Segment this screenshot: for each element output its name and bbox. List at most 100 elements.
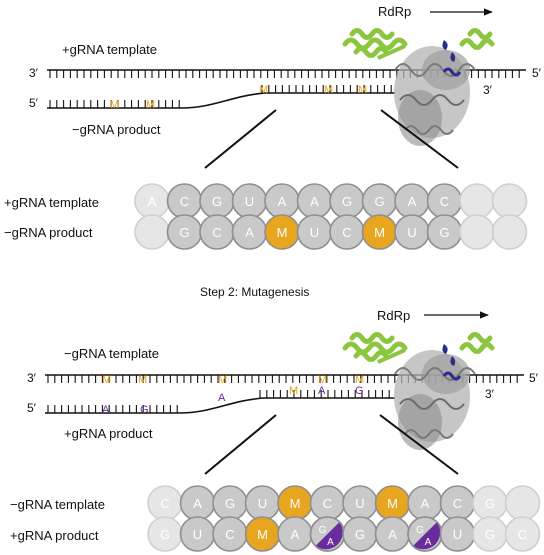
modified-base: M bbox=[361, 214, 398, 250]
base-letter: M bbox=[387, 496, 398, 511]
upper-strand-label-bottom: −gRNA template bbox=[64, 346, 159, 361]
base-circle bbox=[491, 214, 528, 250]
base-circle bbox=[459, 214, 495, 250]
base-circle: U bbox=[394, 214, 430, 250]
base-circle: G bbox=[426, 214, 463, 250]
end-5-lower-bottom: 5′ bbox=[27, 401, 37, 415]
base-letter: G bbox=[342, 194, 352, 209]
modified-base-label: M bbox=[318, 374, 327, 386]
base-letter: A bbox=[388, 527, 397, 542]
modified-base-label: M bbox=[289, 385, 298, 397]
end-5-upper-top: 5′ bbox=[532, 66, 542, 80]
base-letter: G bbox=[225, 496, 235, 511]
modified-base: M bbox=[244, 516, 281, 552]
base-letter: U bbox=[310, 225, 319, 240]
base-circle: U bbox=[231, 183, 268, 219]
base-letter: C bbox=[180, 194, 189, 209]
end-3-lower-top: 3′ bbox=[483, 83, 493, 97]
base-circle: G bbox=[147, 516, 183, 552]
bottom-panel: RdRp −gRNA template +gRNA product 3′ 5′ … bbox=[10, 308, 541, 552]
base-circle: C bbox=[199, 214, 235, 250]
mutation-base-label: G bbox=[355, 385, 364, 397]
base-circle: A bbox=[264, 183, 300, 219]
zoom-line-right-top bbox=[380, 109, 459, 169]
base-letter: M bbox=[277, 225, 288, 240]
base-circle: G bbox=[472, 485, 508, 521]
modified-base-label: M bbox=[146, 99, 155, 111]
base-letter: M bbox=[374, 225, 385, 240]
modified-base-label: M bbox=[358, 84, 367, 96]
base-letter: G bbox=[439, 225, 449, 240]
mutation-base-label: A bbox=[218, 392, 226, 404]
base-circle: G bbox=[166, 214, 203, 250]
base-letter: C bbox=[323, 496, 332, 511]
base-circle: A bbox=[296, 183, 333, 219]
base-letter: C bbox=[518, 527, 527, 542]
base-circle: C bbox=[329, 214, 365, 250]
base-circle: G bbox=[342, 516, 378, 552]
base-letter: A bbox=[408, 194, 417, 209]
base-letter: G bbox=[319, 525, 327, 536]
base-letter: A bbox=[278, 194, 287, 209]
upper-strand-label-top: +gRNA template bbox=[62, 42, 157, 57]
base-circle bbox=[504, 485, 541, 521]
base-circle: C bbox=[166, 183, 203, 219]
base-letter: U bbox=[355, 496, 364, 511]
base-letter: C bbox=[225, 527, 234, 542]
base-letter: G bbox=[485, 527, 495, 542]
modified-base: M bbox=[374, 485, 411, 521]
base-letter: C bbox=[160, 496, 169, 511]
lower-strand-label-bottom: +gRNA product bbox=[64, 426, 153, 441]
base-letter: U bbox=[193, 527, 202, 542]
modified-base-label: M bbox=[110, 99, 119, 111]
base-circle: G bbox=[212, 485, 248, 521]
lower-row-label-top: −gRNA product bbox=[4, 225, 93, 240]
modified-base-label: M bbox=[102, 374, 111, 386]
base-circle: G bbox=[361, 183, 398, 219]
rdrp-protein-structure-bottom bbox=[342, 332, 495, 450]
base-circle: U bbox=[296, 214, 333, 250]
base-letter: U bbox=[258, 496, 267, 511]
upper-row-label-top: +gRNA template bbox=[4, 195, 99, 210]
end-5-upper-bottom: 5′ bbox=[529, 371, 539, 385]
base-circle: G bbox=[199, 183, 235, 219]
base-circle: A bbox=[277, 516, 313, 552]
modified-base-label: M bbox=[355, 374, 364, 386]
modified-base: M bbox=[264, 214, 300, 250]
base-circle: U bbox=[179, 516, 216, 552]
step-title: Step 2: Mutagenesis bbox=[200, 285, 309, 299]
base-letter: U bbox=[453, 527, 462, 542]
base-letter: C bbox=[453, 496, 462, 511]
base-circle: C bbox=[504, 516, 541, 552]
modified-base-label: M bbox=[218, 374, 227, 386]
base-circle: U bbox=[342, 485, 378, 521]
base-letter: U bbox=[407, 225, 416, 240]
base-letter: U bbox=[245, 194, 254, 209]
base-letter: A bbox=[421, 496, 430, 511]
base-circle: A bbox=[374, 516, 411, 552]
base-circle: C bbox=[426, 183, 463, 219]
base-circle: G bbox=[329, 183, 365, 219]
mutation-base-label: A bbox=[102, 404, 110, 416]
product-strand-bottom bbox=[45, 397, 395, 414]
base-letter: A bbox=[291, 527, 300, 542]
base-letter: G bbox=[160, 527, 170, 542]
mutation-base-label: G bbox=[140, 404, 149, 416]
base-circle: A bbox=[134, 183, 170, 219]
top-panel: RdRp +gRNA template −gRNA product 3′ 5′ … bbox=[4, 4, 542, 250]
end-3-upper-top: 3′ bbox=[29, 66, 39, 80]
zoom-line-left-top bbox=[204, 109, 277, 169]
zoom-line-left-bottom bbox=[204, 414, 277, 475]
base-circle: U bbox=[244, 485, 281, 521]
base-letter: G bbox=[179, 225, 189, 240]
base-letter: C bbox=[212, 225, 221, 240]
upper-row-label-bottom: −gRNA template bbox=[10, 497, 105, 512]
product-strand-top bbox=[47, 92, 395, 109]
base-letter: M bbox=[290, 496, 301, 511]
base-letter: A bbox=[425, 537, 432, 548]
base-letter: M bbox=[257, 527, 268, 542]
base-letter: A bbox=[148, 194, 157, 209]
mutation-base-label: A bbox=[318, 385, 326, 397]
